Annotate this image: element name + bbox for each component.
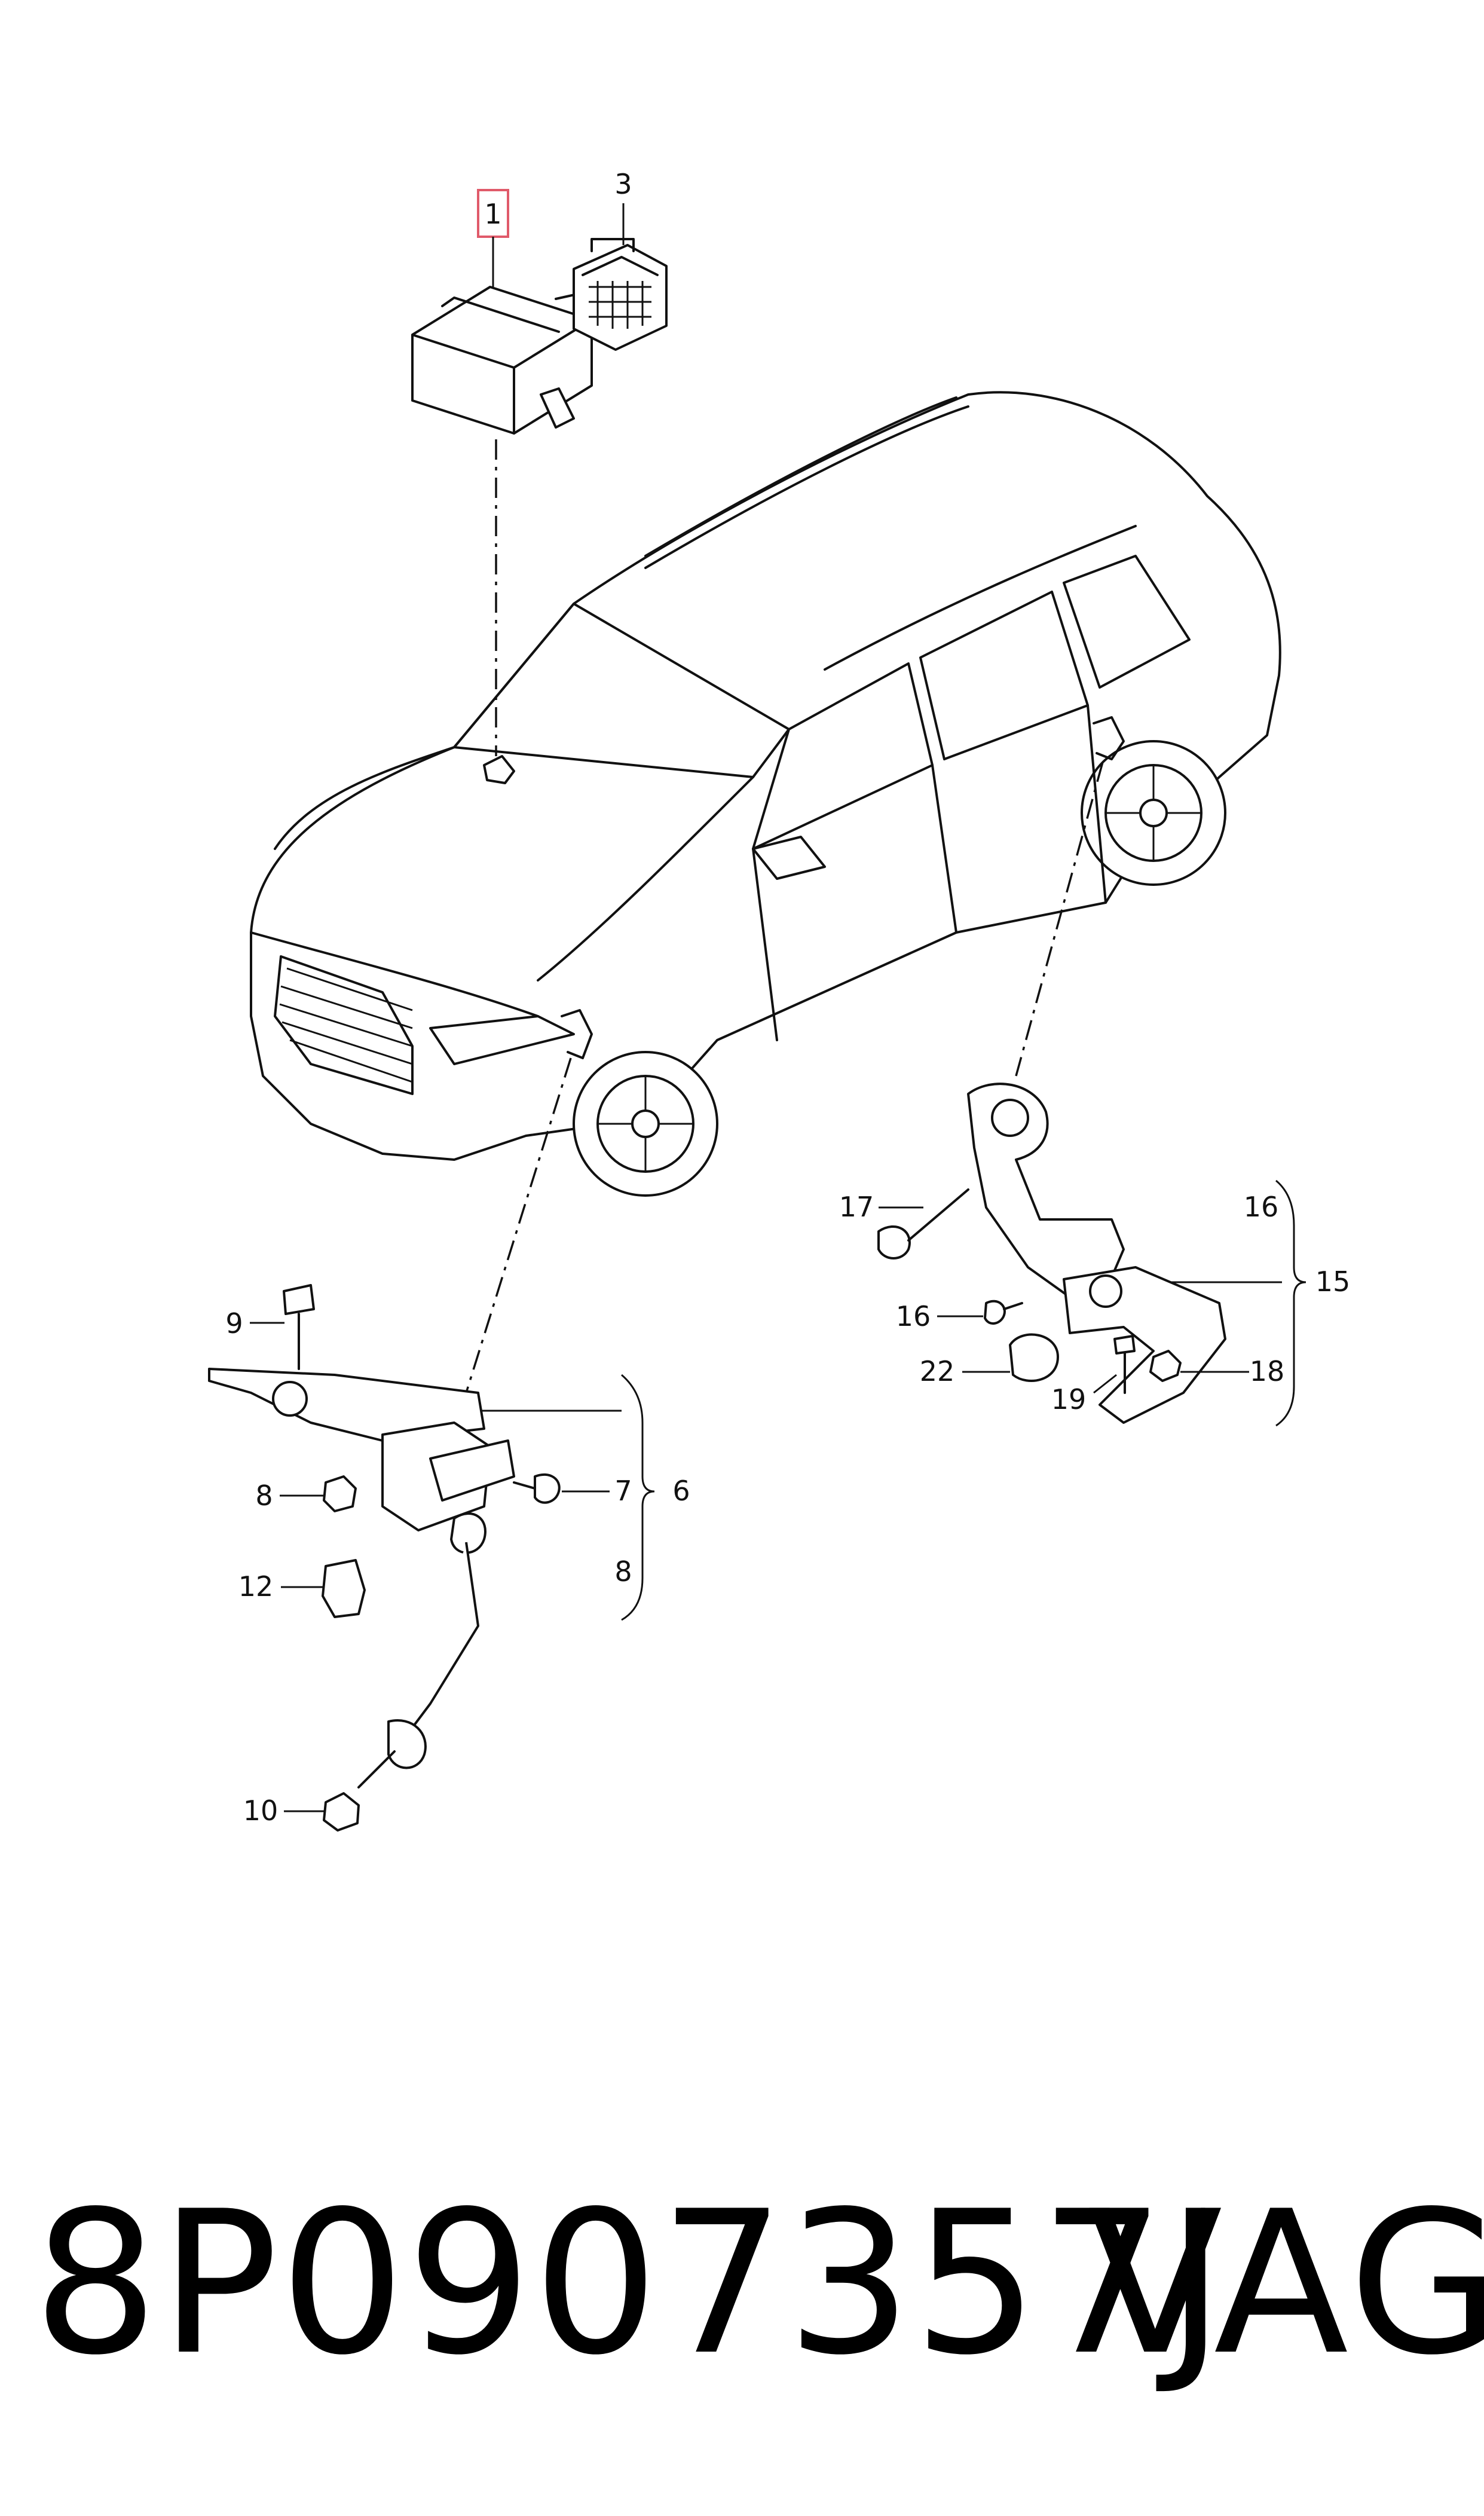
callout-12: 12 [238, 1570, 274, 1603]
callout-22: 22 [920, 1355, 955, 1387]
car-illustration [250, 391, 1281, 1197]
part-number: 8P0907357J [33, 2169, 1226, 2398]
callout-6: 6 [672, 1475, 690, 1507]
callout-15: 15 [1315, 1265, 1351, 1298]
callout-19: 19 [1051, 1383, 1087, 1416]
assembly-leader-lines [465, 439, 1104, 1393]
rear-sensor-assembly [877, 1083, 1226, 1424]
callout-9: 9 [225, 1307, 243, 1340]
callout-8-assembly: 8 [614, 1555, 632, 1588]
callout-7: 7 [614, 1475, 632, 1507]
connector-part-3 [573, 238, 668, 351]
callout-16-screw: 16 [896, 1300, 931, 1332]
callout-3: 3 [614, 168, 632, 200]
callout-17: 17 [839, 1191, 874, 1223]
callout-1: 1 [484, 198, 501, 230]
callouts: 1 3 9 8 12 10 7 6 8 17 16 16 22 19 18 [225, 168, 1350, 1827]
brand-name: VAG [1088, 2169, 1484, 2398]
callout-18: 18 [1250, 1355, 1285, 1387]
callout-10: 10 [243, 1794, 279, 1827]
control-unit-part-1 [411, 286, 593, 435]
callout-8-nut: 8 [255, 1479, 273, 1512]
callout-16-assembly: 16 [1244, 1191, 1279, 1223]
callout-1-highlight [477, 189, 509, 238]
front-sensor-assembly [208, 1284, 561, 1832]
